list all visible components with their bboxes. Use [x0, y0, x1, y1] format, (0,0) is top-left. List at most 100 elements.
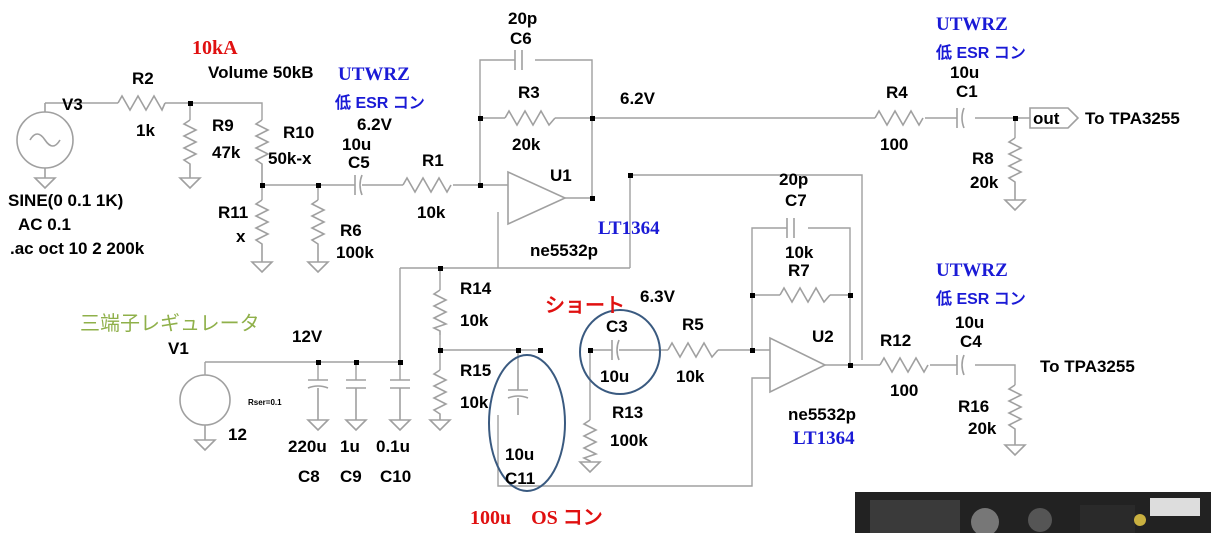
label-6-2v-b: 6.2V [620, 89, 656, 108]
label-u1-part: ne5532p [530, 241, 598, 260]
resistor-r4 [874, 109, 924, 127]
opamp-u2 [769, 336, 827, 394]
label-r2-val: 1k [136, 121, 155, 140]
capacitor-c1 [956, 107, 965, 129]
label-c11: C11 [505, 469, 535, 488]
label-v3: V3 [62, 95, 83, 114]
label-6-3v: 6.3V [640, 287, 676, 306]
capacitor-c10 [390, 379, 410, 420]
label-r10: R10 [283, 123, 314, 142]
junctions [188, 101, 1018, 368]
label-to-tpa-2: To TPA3255 [1040, 357, 1135, 376]
label-c6: C6 [510, 29, 532, 48]
label-r9-val: 47k [212, 143, 241, 162]
label-c7-val: 20p [779, 170, 808, 189]
label-c8: C8 [298, 467, 320, 486]
label-ac: AC 0.1 [18, 215, 71, 234]
resistor-r3 [504, 109, 556, 127]
resistor-r10 [254, 119, 270, 185]
label-low-esr-2: 低 ESR コン [935, 43, 1026, 62]
resistor-r12 [879, 356, 929, 374]
label-r4-val: 100 [880, 135, 908, 154]
opamp-u1 [507, 170, 567, 226]
label-r1: R1 [422, 151, 444, 170]
labels: V3 SINE(0 0.1 1K) AC 0.1 .ac oct 10 2 20… [8, 9, 1180, 529]
grounds [33, 177, 1027, 474]
capacitor-c11 [507, 370, 529, 415]
label-r3-val: 20k [512, 135, 541, 154]
label-sine: SINE(0 0.1 1K) [8, 191, 123, 210]
label-u2: U2 [812, 327, 834, 346]
label-c6-val: 20p [508, 9, 537, 28]
photo-thumbnail [855, 492, 1211, 533]
source-v1 [179, 374, 231, 426]
label-c3-val: 10u [600, 367, 629, 386]
label-r12-val: 100 [890, 381, 918, 400]
label-r8-val: 20k [970, 173, 999, 192]
label-r5: R5 [682, 315, 704, 334]
oval-c3 [579, 309, 661, 395]
wires [45, 59, 1030, 487]
label-lt1364-a: LT1364 [598, 218, 660, 239]
capacitors [307, 50, 965, 420]
label-r12: R12 [880, 331, 911, 350]
label-c3: C3 [606, 317, 628, 336]
label-v1-val: 12 [228, 425, 247, 444]
label-r10-val: 50k-x [268, 149, 312, 168]
label-12v: 12V [292, 327, 323, 346]
resistor-r7 [779, 286, 831, 304]
capacitor-c4 [956, 354, 965, 376]
label-r16-val: 20k [968, 419, 997, 438]
sources [16, 103, 231, 440]
label-r6: R6 [340, 221, 362, 240]
label-c1-val: 10u [950, 63, 979, 82]
label-r5-val: 10k [676, 367, 705, 386]
label-regulator: 三端子レギュレータ [80, 312, 260, 335]
label-c7: C7 [785, 191, 807, 210]
capacitor-c3 [611, 339, 630, 361]
label-c11-val: 10u [505, 445, 534, 464]
label-lt1364-b: LT1364 [793, 428, 855, 449]
label-ac-cmd: .ac oct 10 2 200k [10, 239, 145, 258]
label-r8: R8 [972, 149, 994, 168]
label-c5: C5 [348, 153, 370, 172]
label-u1: U1 [550, 166, 572, 185]
resistor-r9 [182, 119, 198, 178]
label-utwrz-1: UTWRZ [338, 64, 410, 85]
resistor-r1 [402, 176, 452, 194]
label-c9: C9 [340, 467, 362, 486]
out-flag [1029, 107, 1080, 129]
resistor-r14 [431, 289, 449, 335]
resistor-r15 [432, 369, 448, 420]
label-r15-val: 10k [460, 393, 489, 412]
resistor-r16 [1007, 384, 1023, 445]
label-c4-val: 10u [955, 313, 984, 332]
label-6-2v-a: 6.2V [357, 115, 393, 134]
label-c1: C1 [956, 82, 978, 101]
resistor-r2 [117, 94, 166, 112]
label-low-esr-1: 低 ESR コン [334, 93, 425, 112]
resistor-r11 [254, 199, 270, 262]
capacitor-c5 [354, 174, 375, 196]
label-c10-val: 0.1u [376, 437, 410, 456]
resistor-r8 [1007, 137, 1023, 200]
label-low-esr-3: 低 ESR コン [935, 289, 1026, 308]
label-r13: R13 [612, 403, 643, 422]
label-r3: R3 [518, 83, 540, 102]
capacitor-c8 [307, 379, 329, 420]
label-u2-part: ne5532p [788, 405, 856, 424]
label-r15: R15 [460, 361, 491, 380]
label-r14-val: 10k [460, 311, 489, 330]
oval-c11 [488, 354, 566, 492]
label-r7-val: 10k [785, 243, 814, 262]
label-r4: R4 [886, 83, 908, 102]
label-to-tpa-1: To TPA3255 [1085, 109, 1180, 128]
label-utwrz-3: UTWRZ [936, 260, 1008, 281]
label-r11: R11 [218, 203, 248, 222]
label-r1-val: 10k [417, 203, 446, 222]
label-r11-val: x [236, 227, 246, 246]
label-out: out [1033, 109, 1060, 128]
label-c8-val: 220u [288, 437, 327, 456]
label-r7: R7 [788, 261, 810, 280]
